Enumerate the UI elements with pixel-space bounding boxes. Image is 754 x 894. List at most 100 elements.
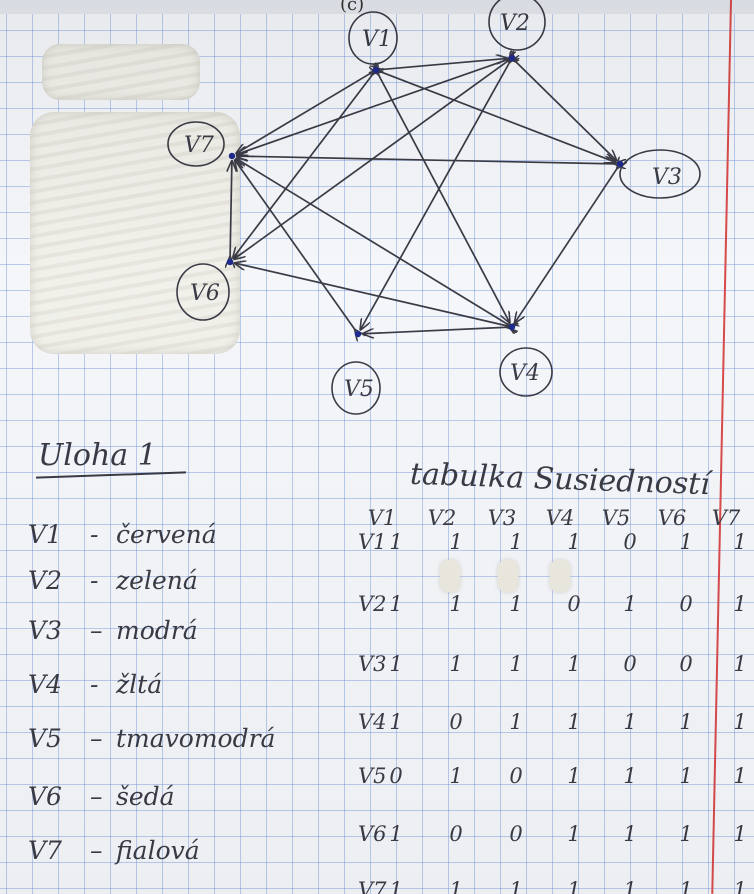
table-cell: 1 [610, 822, 650, 846]
table-cell: 1 [720, 822, 754, 846]
legend-row: V1-červená [28, 520, 217, 549]
edge-v1-v6 [233, 74, 373, 258]
table-cell: 1 [376, 878, 416, 894]
table-cell: 0 [666, 652, 706, 676]
table-cell: 1 [720, 652, 754, 676]
legend-vertex: V1 [28, 520, 90, 549]
edge-v2-v3 [516, 62, 617, 161]
column-header: V3 [482, 506, 522, 530]
vertex-dot-v2 [509, 55, 515, 61]
legend-color-name: fialová [116, 836, 200, 865]
graph-vertices: V1V2V3V4V5V6V7 [184, 11, 682, 402]
edge-v3-v4 [515, 168, 617, 323]
edge-v1-v2 [381, 58, 507, 69]
table-cell: 1 [666, 822, 706, 846]
vertex-label-v2: V2 [500, 11, 530, 36]
table-cell: 1 [610, 764, 650, 788]
table-cell: 0 [554, 592, 594, 616]
column-header: V4 [540, 506, 580, 530]
table-cell: 0 [376, 764, 416, 788]
legend-row: V4-žltá [28, 670, 162, 699]
table-cell: 1 [376, 822, 416, 846]
column-header: V6 [652, 506, 692, 530]
table-cell: 1 [376, 710, 416, 734]
column-header: V5 [596, 506, 636, 530]
table-cell: 0 [496, 764, 536, 788]
table-cell: 0 [610, 530, 650, 554]
table-cell: 0 [666, 592, 706, 616]
legend-dash: - [90, 520, 116, 549]
vertex-label-v6: V6 [190, 281, 220, 306]
vertex-label-v3: V3 [652, 165, 682, 190]
table-cell: 0 [436, 822, 476, 846]
table-cell: 1 [436, 592, 476, 616]
legend-color-name: šedá [116, 782, 175, 811]
vertex-dot-v7 [229, 153, 235, 159]
edge-v1-v7 [236, 73, 371, 154]
edge-v4-v5 [363, 327, 507, 334]
legend-dash: - [90, 566, 116, 595]
legend-row: V6–šedá [28, 782, 175, 811]
table-cell: 1 [554, 652, 594, 676]
table-cell: 1 [666, 530, 706, 554]
legend-color-name: zelená [116, 566, 198, 595]
vertex-dot-v1 [373, 67, 379, 73]
table-cell: 1 [376, 652, 416, 676]
column-header: V7 [706, 506, 746, 530]
column-header: V1 [362, 506, 402, 530]
legend-color-name: tmavomodrá [116, 724, 275, 753]
legend-dash: – [90, 616, 116, 645]
table-cell: 1 [610, 878, 650, 894]
vertex-dot-v3 [617, 161, 623, 167]
table-cell: 0 [610, 652, 650, 676]
table-cell: 0 [436, 710, 476, 734]
legend-row: V5–tmavomodrá [28, 724, 275, 753]
task-title: Uloha 1 [38, 438, 157, 473]
table-cell: 1 [554, 710, 594, 734]
legend-color-name: žltá [116, 670, 162, 699]
legend-vertex: V5 [28, 724, 90, 753]
table-cell: 1 [720, 530, 754, 554]
table-cell: 1 [376, 592, 416, 616]
table-cell: 1 [610, 710, 650, 734]
table-cell: 1 [496, 652, 536, 676]
graph-edges [230, 58, 617, 333]
legend-dash: – [90, 782, 116, 811]
table-cell: 1 [666, 710, 706, 734]
legend-vertex: V3 [28, 616, 90, 645]
vertex-label-v1: V1 [362, 27, 392, 52]
table-cell: 1 [720, 878, 754, 894]
vertex-label-v7: V7 [184, 133, 214, 158]
vertex-dot-v4 [509, 324, 515, 330]
correction-fluid-smudge [440, 560, 460, 592]
legend-vertex: V6 [28, 782, 90, 811]
legend-dash: – [90, 836, 116, 865]
legend-vertex: V2 [28, 566, 90, 595]
legend-color-name: modrá [116, 616, 198, 645]
table-cell: 1 [554, 764, 594, 788]
vertex-dot-v5 [355, 331, 361, 337]
table-cell: 1 [436, 652, 476, 676]
correction-fluid-smudge [550, 560, 570, 592]
table-cell: 1 [666, 878, 706, 894]
legend-dash: – [90, 724, 116, 753]
table-cell: 1 [436, 530, 476, 554]
table-cell: 1 [376, 530, 416, 554]
correction-fluid-smudge [498, 560, 518, 592]
edge-v6-v7 [230, 161, 232, 257]
table-cell: 1 [554, 878, 594, 894]
legend-vertex: V7 [28, 836, 90, 865]
legend-dash: - [90, 670, 116, 699]
table-cell: 1 [496, 710, 536, 734]
table-cell: 1 [554, 530, 594, 554]
table-cell: 1 [720, 592, 754, 616]
table-cell: 1 [720, 710, 754, 734]
vertex-label-v5: V5 [344, 377, 374, 402]
table-cell: 1 [436, 878, 476, 894]
table-cell: 1 [496, 878, 536, 894]
table-title: tabulka Susiedností [409, 457, 710, 502]
table-cell: 1 [496, 530, 536, 554]
legend-row: V3–modrá [28, 616, 198, 645]
